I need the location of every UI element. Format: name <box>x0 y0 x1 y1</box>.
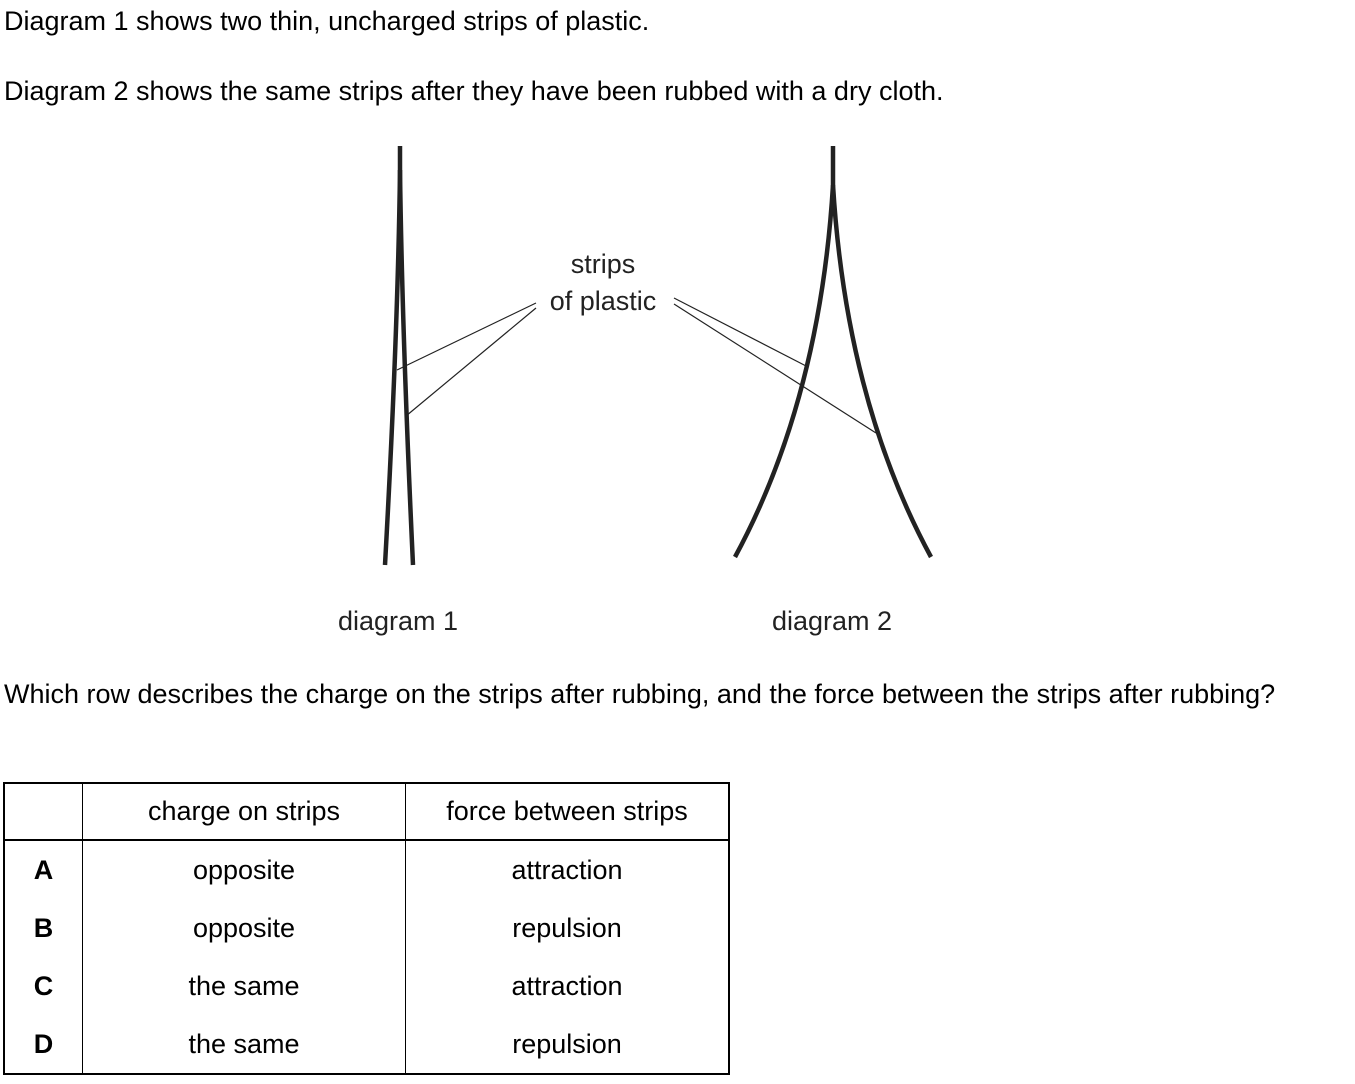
intro-line-2: Diagram 2 shows the same strips after th… <box>4 76 944 106</box>
table-row[interactable]: D the same repulsion <box>3 1015 730 1074</box>
table-row[interactable]: C the same attraction <box>3 957 730 1015</box>
strips-label-line-1: strips <box>571 249 636 279</box>
leader-line-d1-right <box>405 307 537 417</box>
row-force: repulsion <box>405 899 730 957</box>
table-row[interactable]: B opposite repulsion <box>3 899 730 957</box>
label-leader-lines <box>396 297 877 434</box>
strips-figure: strips of plastic diagram 1 diagram 2 <box>338 146 933 636</box>
row-force: attraction <box>405 957 730 1015</box>
answer-table: charge on strips force between strips A … <box>3 782 730 1075</box>
row-charge: the same <box>82 957 406 1015</box>
question-text: Which row describes the charge on the st… <box>4 679 1276 709</box>
header-force: force between strips <box>405 783 730 841</box>
header-letter <box>3 783 83 841</box>
row-force: repulsion <box>405 1015 730 1074</box>
strips-label-line-2: of plastic <box>550 286 657 316</box>
row-letter: A <box>3 840 83 899</box>
diagram-2-right-strip <box>830 184 933 559</box>
row-letter: B <box>3 899 83 957</box>
leader-line-d2-left <box>673 297 809 368</box>
row-letter: C <box>3 957 83 1015</box>
row-letter: D <box>3 1015 83 1074</box>
diagram-2-caption: diagram 2 <box>772 606 892 636</box>
header-charge: charge on strips <box>82 783 406 841</box>
diagram-2-left-strip <box>733 146 836 559</box>
row-charge: opposite <box>82 899 406 957</box>
diagram-1-right-strip <box>397 169 416 566</box>
diagram-1-left-strip <box>382 146 403 566</box>
intro-line-1: Diagram 1 shows two thin, uncharged stri… <box>4 6 650 36</box>
table-header-row: charge on strips force between strips <box>3 783 730 841</box>
row-charge: the same <box>82 1015 406 1074</box>
leader-line-d1-left <box>396 302 537 371</box>
row-charge: opposite <box>82 840 406 899</box>
diagram-2-strips <box>733 146 933 559</box>
diagram-1-caption: diagram 1 <box>338 606 458 636</box>
diagram-1-strips <box>382 146 416 566</box>
table-row[interactable]: A opposite attraction <box>3 840 730 899</box>
row-force: attraction <box>405 840 730 899</box>
leader-line-d2-right <box>673 303 877 434</box>
